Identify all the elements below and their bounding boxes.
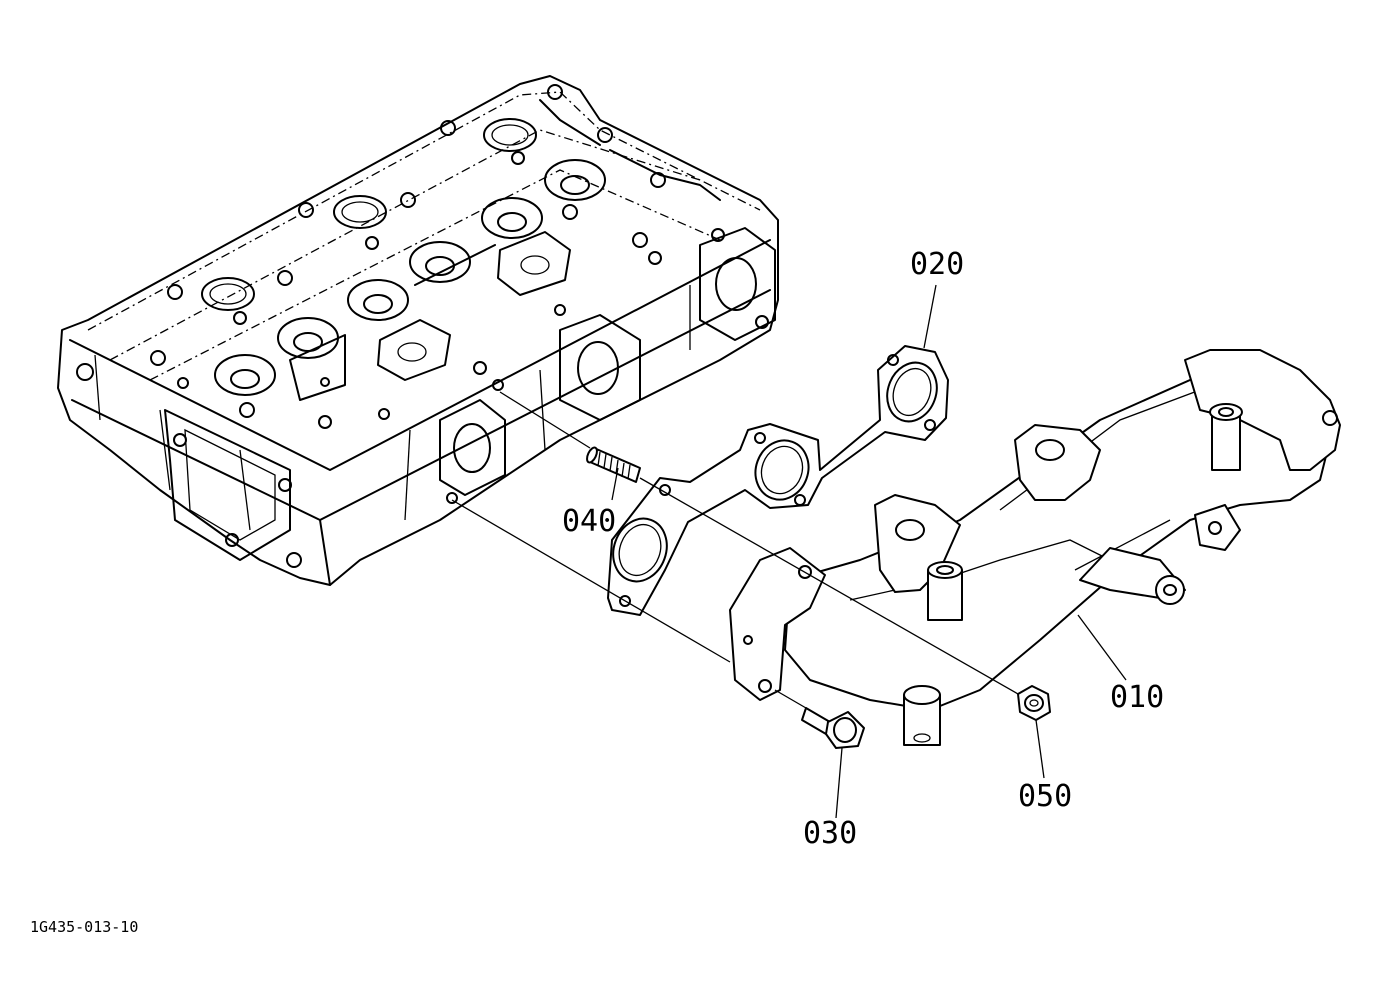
stud-bolt-040	[586, 446, 641, 483]
exhaust-gasket-020	[607, 345, 949, 616]
callout-040: 040	[562, 504, 616, 539]
exhaust-manifold-010	[729, 349, 1341, 746]
drawing-number: 1G435-013-10	[30, 918, 138, 936]
callout-020: 020	[910, 247, 964, 282]
flange-nut-050	[1017, 685, 1051, 721]
leader-lines	[611, 284, 1127, 819]
callout-010: 010	[1110, 680, 1164, 715]
callout-030: 030	[803, 816, 857, 851]
cylinder-head	[57, 75, 779, 586]
callout-050: 050	[1018, 779, 1072, 814]
flange-bolt-030	[801, 707, 865, 749]
assembly-lines	[451, 391, 1019, 709]
